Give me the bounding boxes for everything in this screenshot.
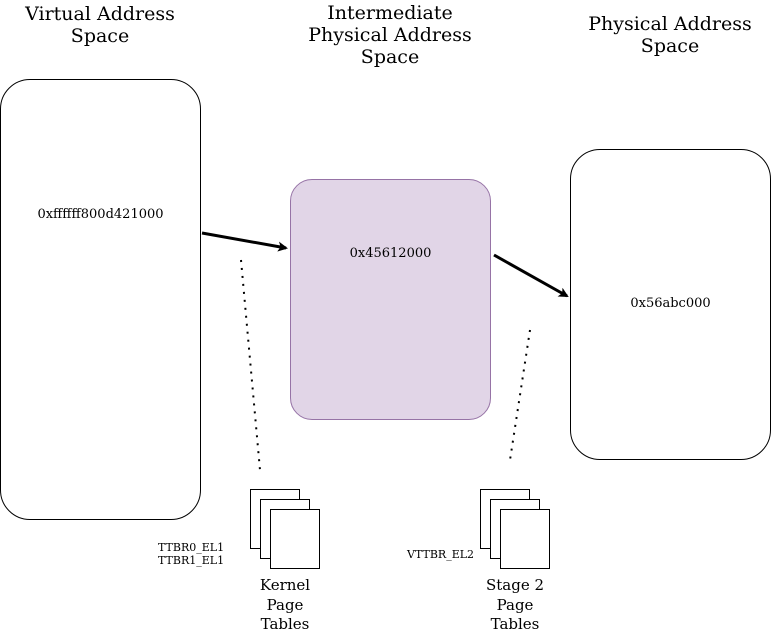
kernel-tables-dotted-connector — [240, 259, 261, 471]
physical-address-space-title: Physical Address Space — [588, 13, 752, 57]
physical-address-value: 0x56abc000 — [630, 296, 711, 311]
kernel-registers-label: TTBR0_EL1 TTBR1_EL1 — [158, 541, 225, 567]
kernel-page-tables-label: Kernel Page Tables — [259, 576, 311, 633]
virtual-address-value: 0xffffff800d421000 — [37, 207, 164, 222]
page-icon — [500, 509, 550, 569]
intermediate-to-physical-arrow — [493, 253, 569, 298]
intermediate-physical-address-space-title: Intermediate Physical Address Space — [308, 2, 472, 68]
virtual-address-space-box: 0xffffff800d421000 — [0, 79, 201, 520]
intermediate-address-space-box: 0x45612000 — [290, 179, 491, 420]
physical-address-space-box: 0x56abc000 — [570, 149, 771, 460]
intermediate-address-value: 0x45612000 — [349, 246, 432, 261]
stage2-page-tables-label: Stage 2 Page Tables — [485, 576, 545, 633]
stage2-register-label: VTTBR_EL2 — [407, 548, 475, 561]
page-icon — [270, 509, 320, 569]
virtual-to-intermediate-arrow — [201, 231, 288, 252]
virtual-address-space-title: Virtual Address Space — [25, 3, 175, 47]
stage2-tables-dotted-connector — [509, 329, 531, 461]
